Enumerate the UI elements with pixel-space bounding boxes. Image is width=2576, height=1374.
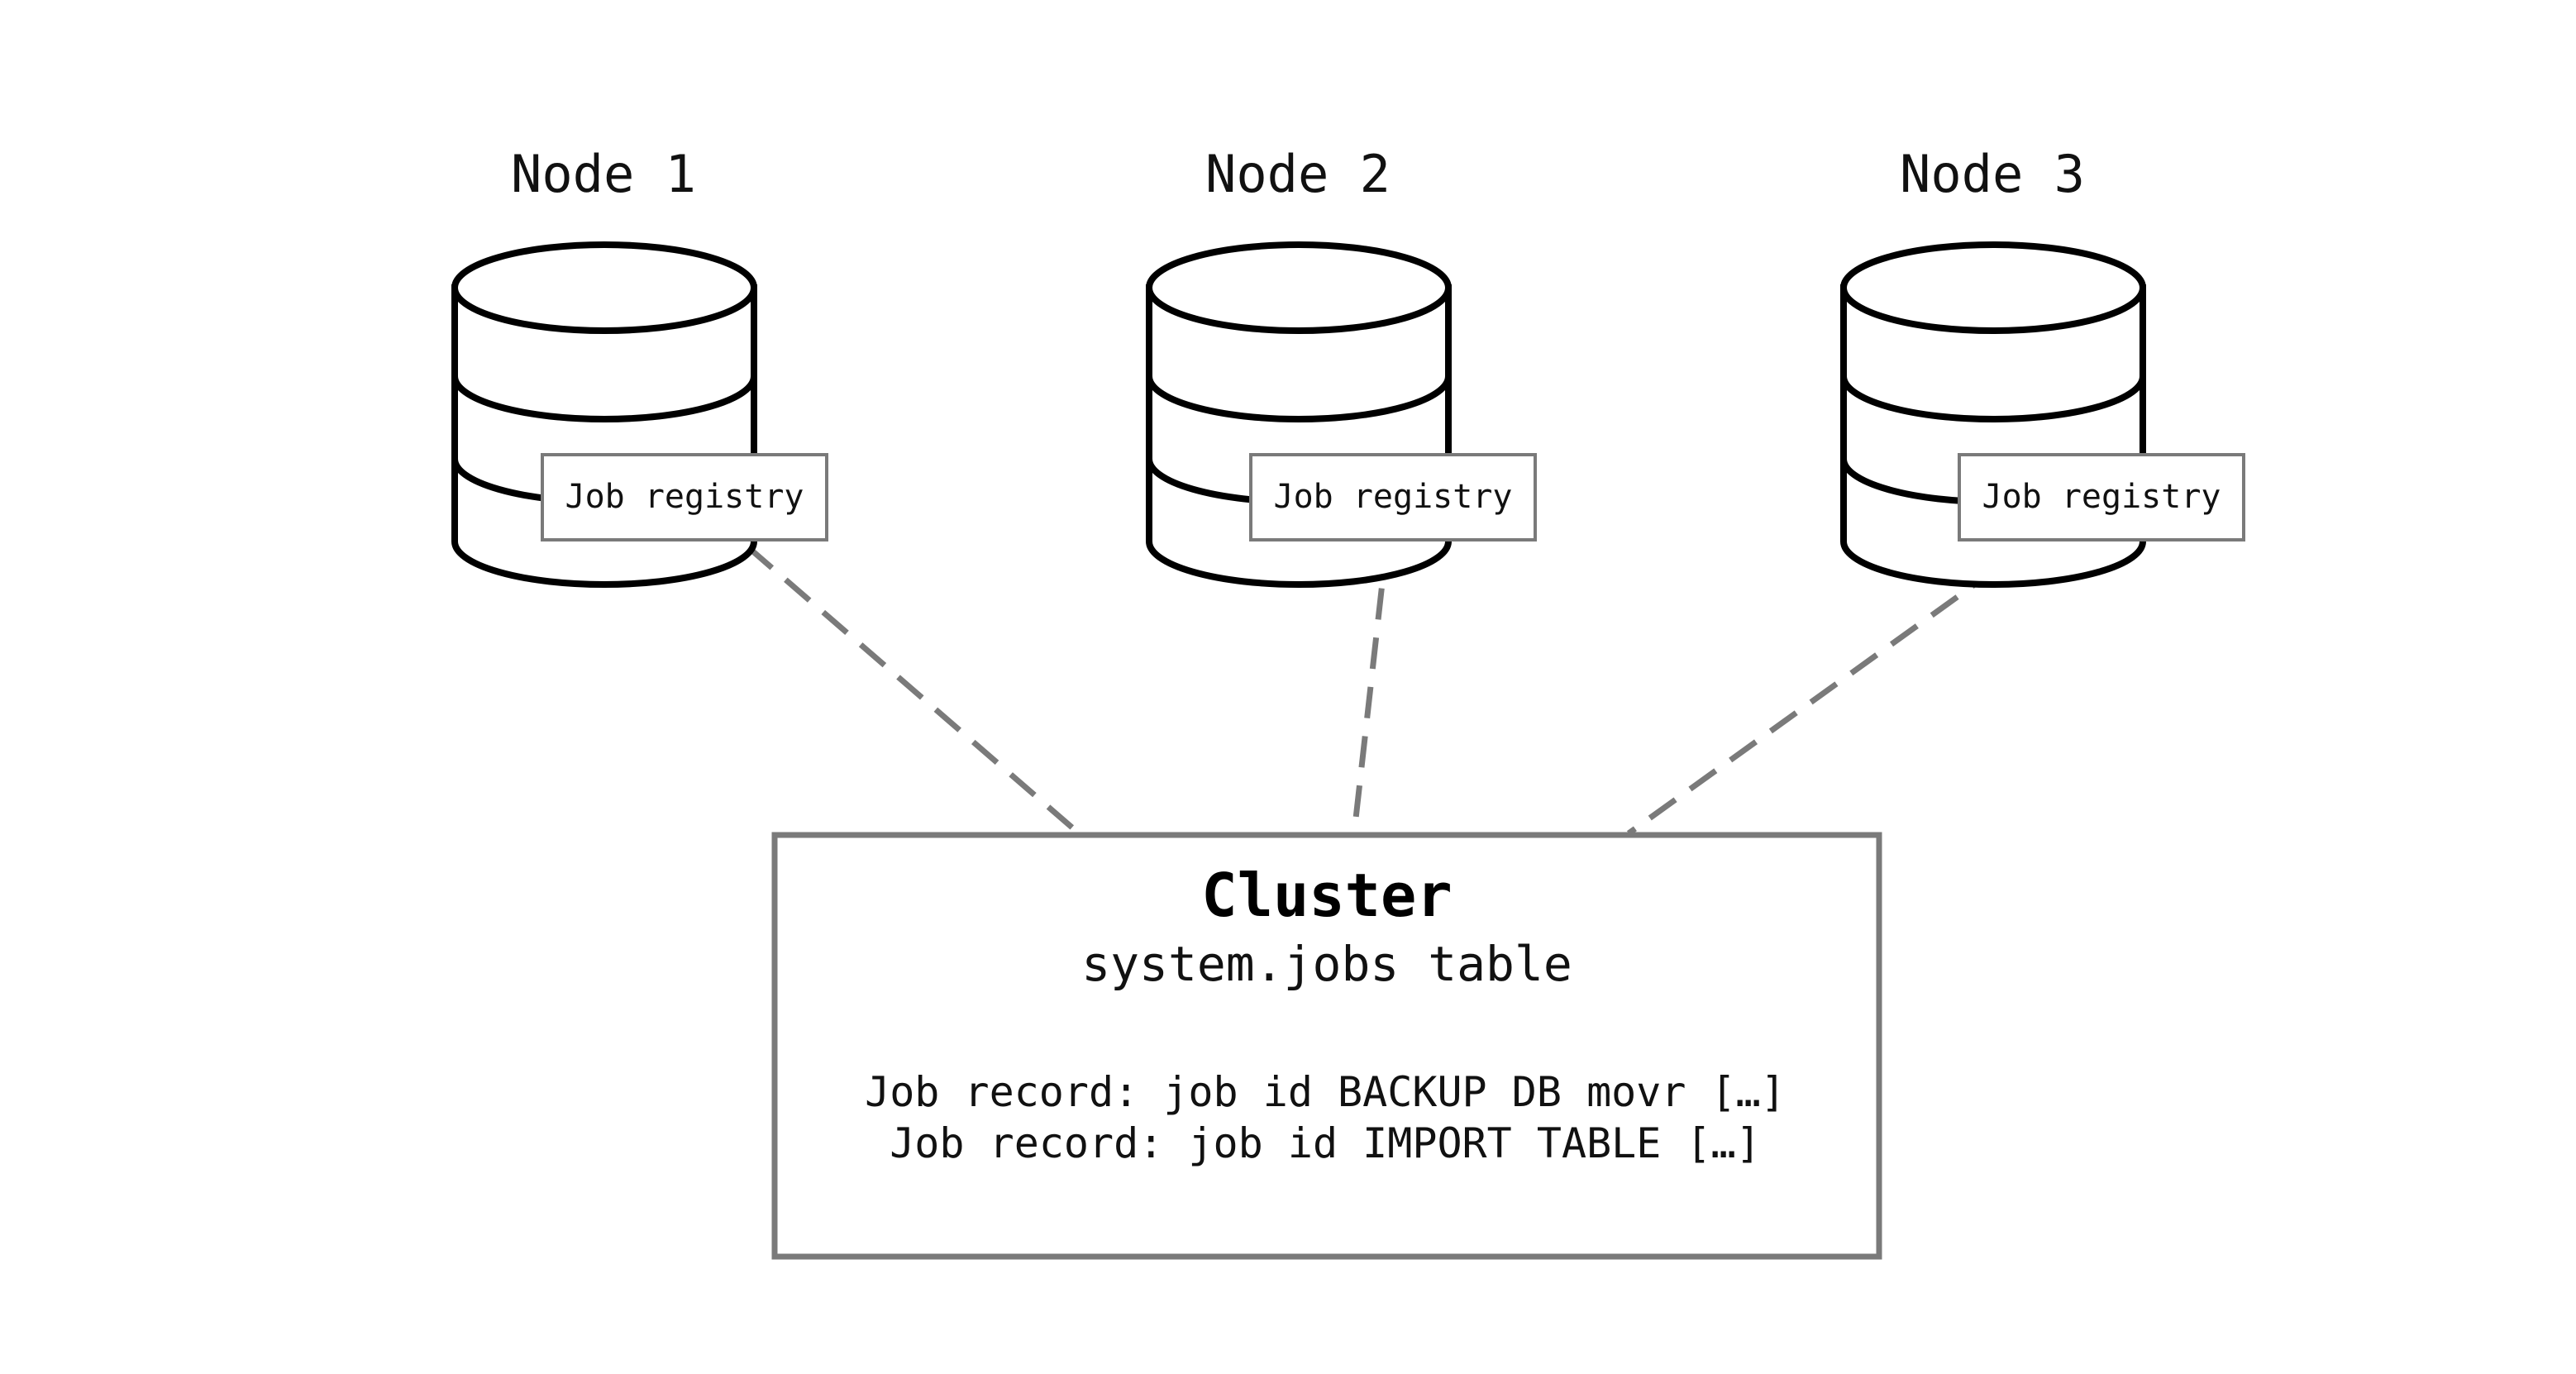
connector-node-3 [1626,537,2040,836]
job-registry-box: Job registry [541,453,828,541]
job-record: Job record: job id IMPORT TABLE […] [890,1119,1761,1167]
cluster-subtitle: system.jobs table [1081,936,1572,992]
connectors [746,537,2040,836]
job-record: Job record: job id BACKUP DB movr […] [865,1068,1786,1116]
node-2: Node 2 Job registry [1146,144,1537,588]
job-registry-box: Job registry [1249,453,1537,541]
job-registry-label: Job registry [1274,478,1513,516]
node-1: Node 1 Job registry [451,144,828,588]
connector-node-1 [746,545,1081,836]
node-title: Node 2 [1205,144,1391,204]
cluster-title: Cluster [1201,861,1452,930]
job-registry-box: Job registry [1958,453,2245,541]
node-3: Node 3 Job registry [1840,144,2245,588]
job-registry-label: Job registry [565,478,804,516]
node-title: Node 3 [1900,144,2085,204]
cluster-box: Cluster system.jobs table Job record: jo… [771,832,1882,1260]
node-title: Node 1 [511,144,696,204]
job-registry-label: Job registry [1982,478,2221,516]
